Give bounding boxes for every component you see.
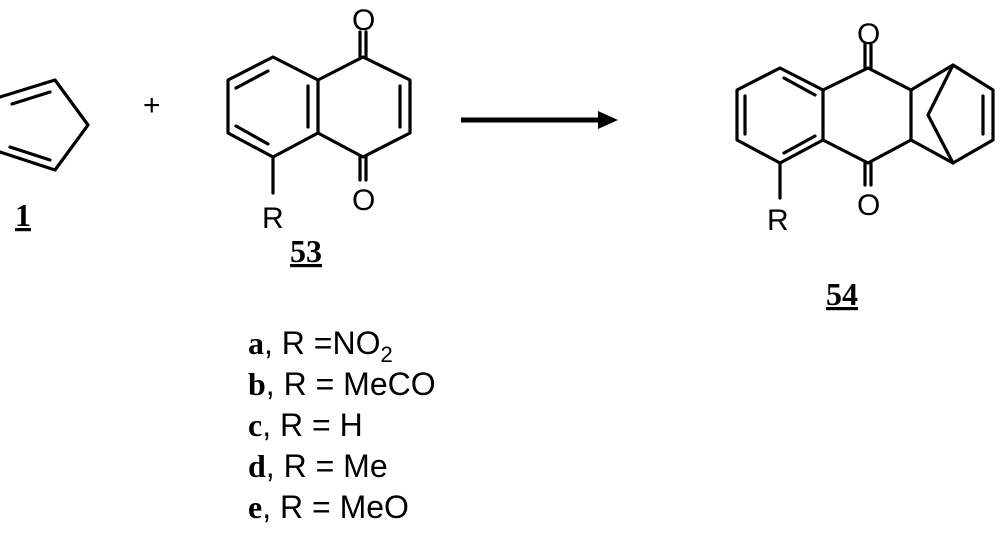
compound-label-54: 54	[826, 276, 858, 312]
naphthoquinone-structure: O O R 53	[226, 4, 412, 269]
substituent-r: R	[767, 204, 789, 237]
compound-label-53: 53	[290, 233, 322, 269]
legend-item-b: b, R = MeCO	[248, 366, 436, 402]
reaction-arrow	[461, 111, 618, 129]
oxygen-atom: O	[857, 189, 880, 222]
compound-label-1: 1	[15, 197, 31, 233]
oxygen-atom: O	[352, 4, 375, 37]
legend-item-e: e, R = MeO	[248, 489, 409, 525]
legend-item-a: a, R =NO2	[248, 325, 393, 367]
substituent-r: R	[262, 202, 284, 235]
substituent-legend: a, R =NO2 b, R = MeCO c, R = H d, R = Me…	[248, 325, 436, 525]
product-structure: O O R 54	[735, 18, 995, 312]
oxygen-atom: O	[352, 184, 375, 217]
oxygen-atom: O	[857, 18, 880, 51]
cyclopentadiene-structure: 1	[0, 78, 90, 233]
legend-item-d: d, R = Me	[248, 448, 388, 484]
plus-sign: +	[143, 89, 161, 122]
legend-item-c: c, R = H	[248, 407, 363, 443]
